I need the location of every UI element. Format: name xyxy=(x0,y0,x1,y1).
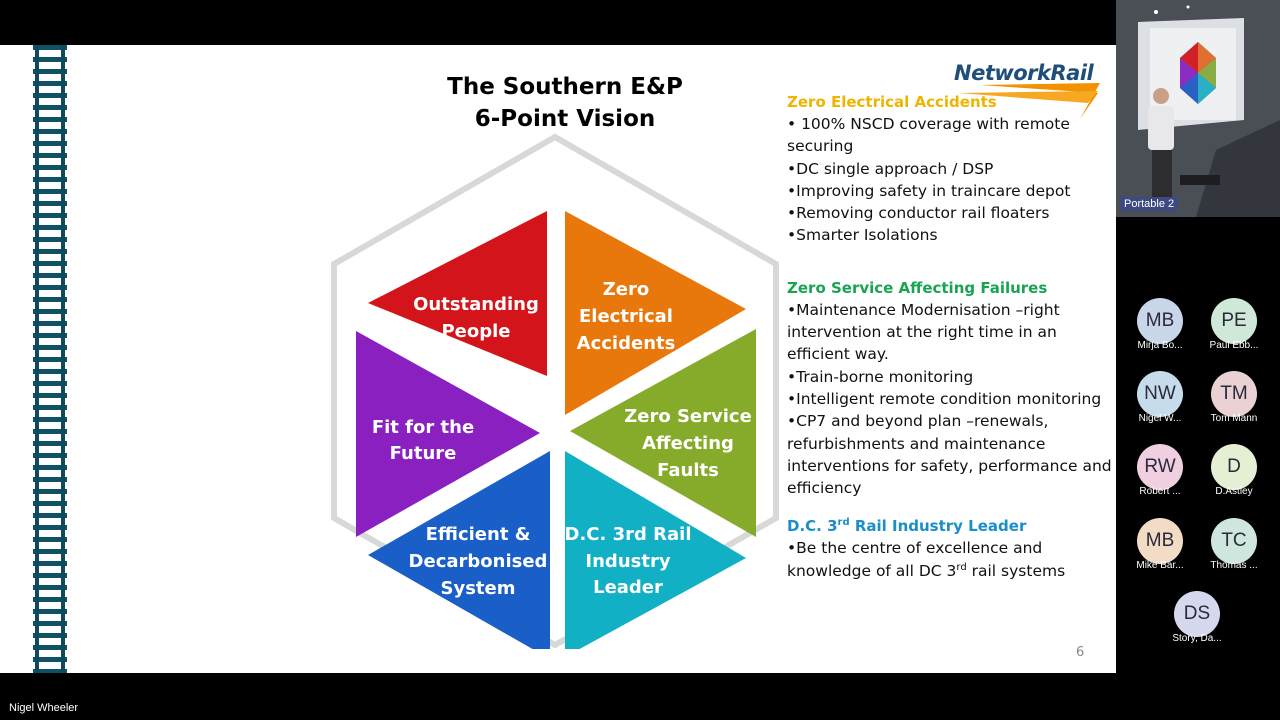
participant-name: Nigel W... xyxy=(1138,413,1182,424)
bullet-line: •Train-borne monitoring xyxy=(787,367,974,386)
heading-zero-service-affecting-failures: Zero Service Affecting Failures xyxy=(787,278,1048,297)
seg-label-5a: Efficient & xyxy=(426,524,531,545)
participant-avatar: DS xyxy=(1174,591,1220,637)
segment-outstanding-people xyxy=(368,211,547,376)
participant-avatar: D xyxy=(1211,444,1257,490)
bullet-line: •Intelligent remote condition monitoring xyxy=(787,389,1102,408)
seg-label-2c: Accidents xyxy=(577,333,676,354)
bullet-line: • 100% NSCD coverage with remote xyxy=(787,115,1070,133)
bullet-line: •Improving safety in traincare depot xyxy=(787,181,1071,200)
vision-hexagon: Outstanding People Zero Electrical Accid… xyxy=(331,133,779,649)
segment-efficient-decarbonised xyxy=(368,451,550,649)
bullet-line: knowledge of all DC 3rd rail systems xyxy=(787,561,1066,580)
heading-zero-electrical-accidents: Zero Electrical Accidents xyxy=(787,93,997,111)
participant-name: Robert ... xyxy=(1139,486,1181,497)
heading-dc-3rd-rail-industry-leader: D.C. 3rd Rail Industry Leader xyxy=(787,517,1027,536)
bullet-line: interventions for safety, performance an… xyxy=(787,456,1112,475)
seg-label-1b: People xyxy=(441,321,510,342)
bullet-line: •Maintenance Modernisation –right xyxy=(787,300,1060,319)
participant-avatar: TM xyxy=(1211,371,1257,417)
seg-label-5b: Decarbonised xyxy=(409,551,548,572)
participant-avatar: TC xyxy=(1211,518,1257,564)
presenter-name: Nigel Wheeler xyxy=(9,702,79,714)
participant-avatar: MB xyxy=(1137,298,1183,344)
title-line-2: 6-Point Vision xyxy=(474,106,656,132)
video-image xyxy=(1116,0,1280,217)
bullet-line: •Be the centre of excellence and xyxy=(787,539,1043,558)
participant-name: Story, Da... xyxy=(1172,633,1222,644)
bullet-line: •Removing conductor rail floaters xyxy=(787,204,1050,223)
network-rail-logo: NetworkRail xyxy=(950,57,1110,119)
segment-dc-3rd-rail-leader xyxy=(565,451,746,649)
participant-name: Thomas ... xyxy=(1210,560,1258,571)
participant-name: D.Astley xyxy=(1215,486,1253,497)
participant-name: Paul Ebb... xyxy=(1209,340,1259,351)
participant-name: Mike Bar... xyxy=(1136,560,1184,571)
participant-avatar: NW xyxy=(1137,371,1183,417)
seg-label-6a: Fit for the xyxy=(372,417,474,438)
railway-track-decoration xyxy=(33,45,67,673)
slide-number: 6 xyxy=(1076,645,1085,660)
bullet-line: securing xyxy=(787,137,854,156)
video-label: Portable 2 xyxy=(1120,197,1179,211)
bullet-line: intervention at the right time in an xyxy=(787,323,1057,342)
presenter-video-feed[interactable]: Portable 2 xyxy=(1116,0,1280,217)
bullet-line: •DC single approach / DSP xyxy=(787,159,994,178)
vision-details-panel: Zero Electrical Accidents • 100% NSCD co… xyxy=(787,91,1112,582)
participant-name: Mirja Bo... xyxy=(1137,340,1183,351)
seg-label-6b: Future xyxy=(390,443,457,464)
slide-title: The Southern E&P 6-Point Vision xyxy=(420,71,710,135)
bullet-line: refurbishments and maintenance xyxy=(787,434,1046,453)
bullet-line: efficiency xyxy=(787,479,862,498)
bullet-line: •CP7 and beyond plan –renewals, xyxy=(787,412,1049,431)
seg-label-1a: Outstanding xyxy=(413,294,539,315)
participant-avatar: RW xyxy=(1137,444,1183,490)
seg-label-2a: Zero xyxy=(603,279,650,300)
segment-fit-for-future xyxy=(356,331,540,537)
seg-label-3a: Zero Service xyxy=(624,406,752,427)
participant-avatar: PE xyxy=(1211,298,1257,344)
segment-zero-service-affecting-faults xyxy=(570,329,756,537)
seg-label-2b: Electrical xyxy=(579,306,673,327)
bullet-line: •Smarter Isolations xyxy=(787,226,938,245)
title-line-1: The Southern E&P xyxy=(447,74,683,100)
logo-text: NetworkRail xyxy=(954,61,1094,85)
seg-label-4a: D.C. 3rd Rail xyxy=(565,524,692,545)
logo-swoosh-icon xyxy=(958,83,1100,119)
seg-label-3b: Affecting xyxy=(642,433,734,454)
bullet-line: efficient way. xyxy=(787,345,889,364)
seg-label-3c: Faults xyxy=(657,460,719,481)
participant-name: Tom Mann xyxy=(1210,413,1258,424)
segment-zero-electrical-accidents xyxy=(565,211,746,415)
participant-avatar: MB xyxy=(1137,518,1183,564)
seg-label-4b: Industry xyxy=(585,551,670,572)
seg-label-4c: Leader xyxy=(593,577,663,598)
seg-label-5c: System xyxy=(441,578,516,599)
presentation-slide: The Southern E&P 6-Point Vision Outstand… xyxy=(0,45,1116,673)
